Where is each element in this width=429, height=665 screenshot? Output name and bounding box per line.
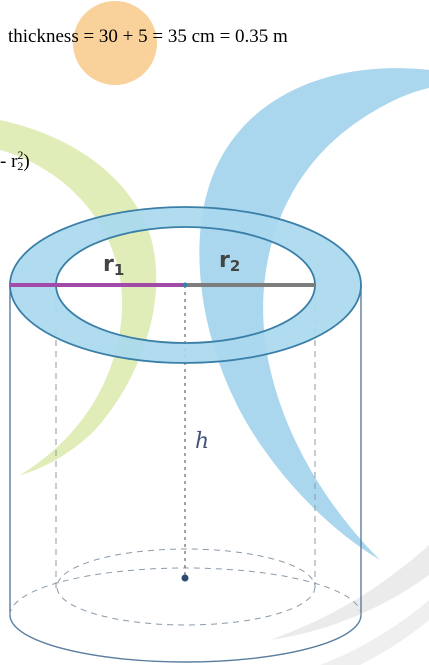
label-h: h [195,429,209,454]
watermark-grey-swoosh-2 [320,600,429,665]
watermark-grey-swoosh-1 [270,545,429,640]
formula-subscript: 2 [17,159,24,173]
formula-prefix: - r [0,151,18,172]
watermark-blue-swoosh [199,68,429,560]
bottom-inner-ellipse [56,548,316,626]
watermark-green-swoosh [0,120,157,475]
watermark-orange-circle [73,1,157,85]
bottom-outer-front-arc [9,614,362,663]
thickness-equation: thickness = 30 + 5 = 35 cm = 0.35 m [8,26,288,47]
formula-superscript: 2 [17,148,24,162]
top-center-point [182,282,188,288]
bottom-center-point [181,574,189,582]
label-r2: r2 [219,248,240,275]
label-r1: r1 [103,252,124,279]
formula-suffix: ) [23,151,30,172]
formula-fragment: - r22) [0,148,30,174]
